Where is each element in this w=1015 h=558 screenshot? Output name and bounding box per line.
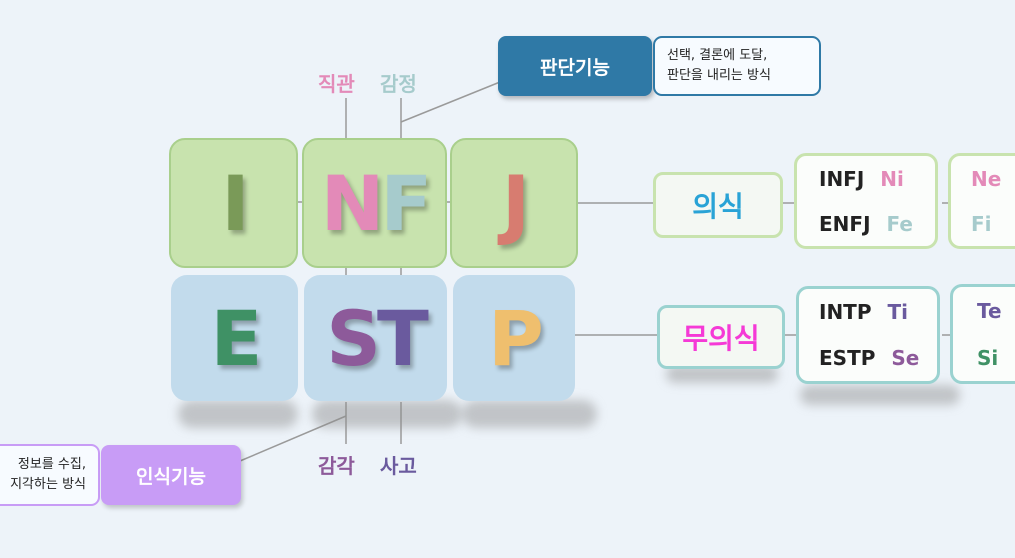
perceiving-description: 정보를 수집, 지각하는 방식	[0, 444, 100, 506]
unconscious-row-2: ESTP Se	[819, 346, 937, 370]
fn-si: Si	[977, 345, 999, 370]
conscious-row-1: INFJ Ni	[819, 167, 935, 191]
connector-judging	[400, 81, 501, 123]
label-feeling: 감정	[380, 72, 417, 96]
label-thinking: 사고	[380, 454, 417, 478]
unconscious-node: 무의식	[657, 305, 785, 369]
letter-tile-i: I	[169, 138, 298, 268]
letter-i: I	[221, 158, 249, 248]
letter-p: P	[488, 293, 544, 383]
perceiving-function-box: 인식기능	[101, 445, 241, 505]
letter-t: T	[376, 293, 429, 383]
connector-perceiving	[239, 415, 347, 462]
conscious-label: 의식	[692, 190, 744, 223]
perceiving-desc-line-2: 지각하는 방식	[10, 477, 86, 492]
type-intp: INTP	[819, 300, 872, 324]
judging-description: 선택, 결론에 도달, 판단을 내리는 방식	[653, 36, 821, 96]
unconscious-type-panel: INTP Ti ESTP Se	[796, 286, 940, 384]
conscious-type-panel: INFJ Ni ENFJ Fe	[794, 153, 938, 249]
judging-desc-line-2: 판단을 내리는 방식	[667, 68, 771, 83]
fn-ni: Ni	[880, 166, 904, 191]
letter-e: E	[210, 293, 263, 383]
letter-n: N	[320, 158, 385, 248]
fn-se: Se	[891, 346, 920, 370]
fn-fi: Fi	[971, 211, 992, 236]
conscious-node: 의식	[653, 172, 783, 238]
unconscious-label: 무의식	[682, 322, 760, 355]
perceiving-function-title: 인식기능	[136, 465, 206, 488]
tile-shadow-p	[462, 400, 597, 428]
tile-shadow-st	[312, 400, 462, 428]
fn-fe: Fe	[886, 211, 913, 236]
judging-desc-line-1: 선택, 결론에 도달,	[667, 48, 768, 63]
perceiving-desc-line-1: 정보를 수집,	[17, 457, 86, 472]
type-infj: INFJ	[819, 166, 865, 191]
conscious-row-2: ENFJ Fe	[819, 212, 935, 236]
tile-shadow-e	[178, 400, 298, 428]
letter-j: J	[501, 158, 530, 248]
letter-tile-p: P	[453, 275, 575, 401]
letter-tile-e: E	[171, 275, 298, 401]
judging-function-box: 판단기능	[498, 36, 652, 96]
conscious-next-panel: Ne Fi	[948, 153, 1015, 249]
unconscious-row-1: INTP Ti	[819, 300, 937, 324]
label-sensing: 감각	[318, 454, 355, 478]
label-intuition: 직관	[318, 72, 355, 96]
unconscious-next-panel: Te Si	[950, 284, 1015, 384]
judging-function-title: 판단기능	[540, 56, 610, 79]
type-enfj: ENFJ	[819, 211, 871, 236]
unconscious-shadow	[666, 365, 778, 383]
letter-f: F	[380, 158, 432, 248]
unconscious-panel-shadow	[800, 385, 960, 405]
letter-s: S	[326, 293, 381, 383]
fn-ne: Ne	[971, 166, 1002, 191]
type-estp: ESTP	[819, 346, 876, 370]
fn-te: Te	[977, 298, 1002, 323]
fn-ti: Ti	[887, 300, 908, 324]
letter-tile-j: J	[450, 138, 578, 268]
